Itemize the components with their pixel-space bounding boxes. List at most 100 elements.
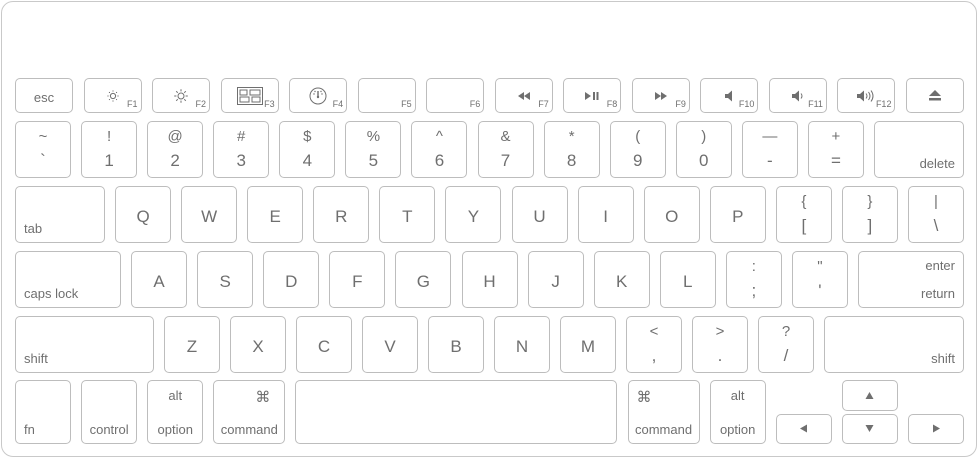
key-z[interactable]: Z xyxy=(164,316,220,373)
key-k[interactable]: K xyxy=(593,251,650,308)
key-lbracket[interactable]: {[ xyxy=(775,186,832,243)
key-left[interactable] xyxy=(775,413,832,444)
key-c[interactable]: C xyxy=(296,316,352,373)
key-x[interactable]: X xyxy=(230,316,286,373)
key-shift-label: $ xyxy=(303,128,312,145)
key-quote[interactable]: "' xyxy=(791,251,848,308)
key-l[interactable]: L xyxy=(659,251,716,308)
key-f5[interactable]: F5 xyxy=(357,78,416,113)
key-u[interactable]: U xyxy=(511,186,568,243)
key-label: option xyxy=(157,422,193,437)
key-minus[interactable]: —- xyxy=(741,121,798,178)
key-f8[interactable]: F8 xyxy=(563,78,622,113)
key-1[interactable]: !1 xyxy=(81,121,138,178)
key-label: tab xyxy=(24,221,43,236)
key-f2[interactable]: F2 xyxy=(152,78,211,113)
key-shift-label: ) xyxy=(701,128,707,145)
key-i[interactable]: I xyxy=(577,186,634,243)
key-right[interactable] xyxy=(908,413,964,444)
key-comma[interactable]: <, xyxy=(626,316,682,373)
key-f6[interactable]: F6 xyxy=(426,78,485,113)
key-esc[interactable]: esc xyxy=(15,78,73,113)
key-w[interactable]: W xyxy=(181,186,238,243)
key-v[interactable]: V xyxy=(362,316,418,373)
command-icon: ⌘ xyxy=(636,388,652,406)
key-shift-label: > xyxy=(715,323,725,340)
key-rbracket[interactable]: }] xyxy=(841,186,898,243)
key-m[interactable]: M xyxy=(560,316,616,373)
key-f4[interactable]: F4 xyxy=(289,78,348,113)
key-alt-label: alt xyxy=(730,388,745,403)
key-capslock[interactable]: caps lock xyxy=(15,251,121,308)
key-eject[interactable] xyxy=(906,78,964,113)
key-7[interactable]: &7 xyxy=(477,121,534,178)
key-f1[interactable]: F1 xyxy=(83,78,142,113)
key-label: J xyxy=(551,271,560,291)
key-control[interactable]: control xyxy=(81,380,138,444)
key-shift-label: ( xyxy=(635,128,641,145)
key-arrow-up[interactable] xyxy=(841,380,898,411)
key-y[interactable]: Y xyxy=(445,186,502,243)
key-a[interactable]: A xyxy=(131,251,188,308)
key-t[interactable]: T xyxy=(379,186,436,243)
key-9[interactable]: (9 xyxy=(609,121,666,178)
key-label: - xyxy=(767,151,773,170)
key-8[interactable]: *8 xyxy=(543,121,600,178)
key-label: L xyxy=(683,271,693,291)
key-slash[interactable]: ?/ xyxy=(758,316,814,373)
key-q[interactable]: Q xyxy=(115,186,172,243)
key-f3[interactable]: F3 xyxy=(220,78,279,113)
key-label: caps lock xyxy=(24,286,79,301)
key-label: enter xyxy=(925,258,955,273)
key-label: \ xyxy=(933,216,939,235)
key-r[interactable]: R xyxy=(313,186,370,243)
key-fn[interactable]: fn xyxy=(15,380,71,444)
key-rcommand[interactable]: command⌘ xyxy=(627,380,700,444)
key-tab[interactable]: tab xyxy=(15,186,105,243)
key-3[interactable]: #3 xyxy=(213,121,270,178)
key-f12[interactable]: F12 xyxy=(837,78,896,113)
key-0[interactable]: )0 xyxy=(675,121,732,178)
key-backtick[interactable]: ~` xyxy=(15,121,71,178)
key-f11[interactable]: F11 xyxy=(768,78,827,113)
key-label: [ xyxy=(801,216,807,235)
key-fn-label: F1 xyxy=(127,99,138,109)
key-e[interactable]: E xyxy=(247,186,304,243)
key-h[interactable]: H xyxy=(461,251,518,308)
key-p[interactable]: P xyxy=(709,186,766,243)
key-shift-label: % xyxy=(366,128,381,145)
key-arrow-down[interactable] xyxy=(841,413,898,444)
key-label: return xyxy=(921,286,955,301)
key-semicolon[interactable]: :; xyxy=(725,251,782,308)
key-lcommand[interactable]: command⌘ xyxy=(213,380,286,444)
key-2[interactable]: @2 xyxy=(147,121,204,178)
fast-forward-icon xyxy=(633,79,689,112)
key-lshift[interactable]: shift xyxy=(15,316,154,373)
key-label: command xyxy=(220,422,278,437)
key-backslash[interactable]: |\ xyxy=(908,186,964,243)
key-delete[interactable]: delete xyxy=(874,121,964,178)
key-f9[interactable]: F9 xyxy=(631,78,690,113)
key-shift-label: ! xyxy=(106,128,112,145)
key-f10[interactable]: F10 xyxy=(700,78,759,113)
key-f[interactable]: F xyxy=(329,251,386,308)
key-s[interactable]: S xyxy=(197,251,254,308)
key-b[interactable]: B xyxy=(428,316,484,373)
key-space[interactable] xyxy=(295,380,618,444)
key-rshift[interactable]: shift xyxy=(824,316,964,373)
key-o[interactable]: O xyxy=(643,186,700,243)
key-n[interactable]: N xyxy=(494,316,550,373)
key-g[interactable]: G xyxy=(395,251,452,308)
key-6[interactable]: ^6 xyxy=(411,121,468,178)
key-d[interactable]: D xyxy=(263,251,320,308)
key-return[interactable]: return enter xyxy=(858,251,964,308)
key-4[interactable]: $4 xyxy=(279,121,336,178)
key-period[interactable]: >. xyxy=(692,316,748,373)
key-f7[interactable]: F7 xyxy=(494,78,553,113)
key-5[interactable]: %5 xyxy=(345,121,402,178)
key-j[interactable]: J xyxy=(527,251,584,308)
key-equals[interactable]: += xyxy=(807,121,864,178)
